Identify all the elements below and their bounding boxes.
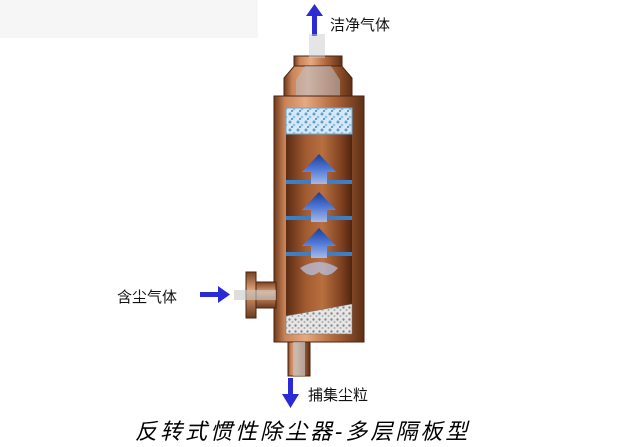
clean-gas-plume [309,34,325,58]
flow-arrow-upper [302,192,336,222]
clean-gas-arrow-icon [306,4,323,36]
top-hopper-inner [296,66,340,96]
flow-swirl [300,262,338,276]
dust-pile [285,303,353,335]
filter-layer [285,107,353,135]
dust-capture-label: 捕集尘粒 [308,386,369,404]
flow-arrow-top [302,154,336,184]
inlet-pipe-gas [234,290,276,300]
clean-gas-label: 洁净气体 [330,16,391,34]
diagram-caption: 反转式惯性除尘器-多层隔板型 [135,420,471,445]
background-patch [0,0,258,38]
dusty-gas-arrow-icon [200,286,230,303]
dusty-gas-label: 含尘气体 [117,288,178,306]
bottom-outlet-inner [293,342,305,376]
flow-arrow-lower [302,228,336,258]
flow-arrows [300,154,338,276]
dust-discharge-arrow-icon [282,378,299,408]
